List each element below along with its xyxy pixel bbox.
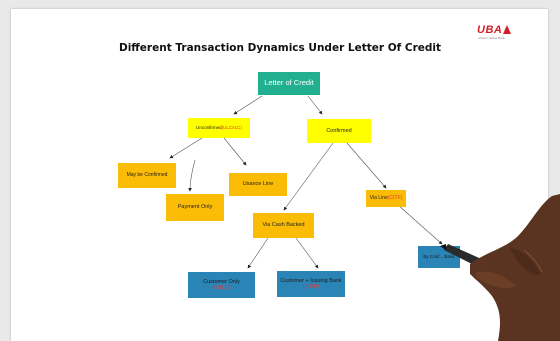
knuckle-highlight <box>523 249 543 273</box>
node-tag: (CITF) <box>387 194 403 201</box>
node-tag: (ULC/ILC) <box>221 125 242 131</box>
link-cash-issuing <box>295 237 319 269</box>
node-confirmed: Confirmed <box>307 119 371 143</box>
link-unconfirmed-maybe <box>169 137 203 159</box>
node-tag: (CBLC) <box>212 285 231 291</box>
node-label: Customer + Issuing Bank <box>280 277 342 284</box>
logo-mark-icon <box>503 25 512 34</box>
link-line-conf <box>397 204 443 245</box>
link-cash-customer <box>247 237 269 269</box>
node-label: Customer Only <box>203 278 240 285</box>
link-maybe-payment <box>188 159 196 192</box>
node-tag: (CIBP) <box>302 284 320 290</box>
node-payment-only: Payment Only <box>166 194 224 221</box>
node-label: Usance Line <box>242 181 274 188</box>
node-via-line: Via Line (CITF) <box>366 190 406 207</box>
node-letter-of-credit: Letter of Credit <box>258 72 320 95</box>
hand-shape <box>470 194 560 341</box>
node-label: Unconfirmed <box>196 125 222 131</box>
link-confirmed-cash <box>283 142 334 211</box>
node-via-cash-backed: Via Cash Backed <box>253 213 314 238</box>
hand-illustration <box>440 194 560 341</box>
slide-title: Different Transaction Dynamics Under Let… <box>118 42 442 54</box>
node-label: Via Line <box>369 194 388 201</box>
pen-tip <box>440 244 446 250</box>
node-label: Letter of Credit <box>264 78 314 88</box>
logo-text: UBA <box>477 24 503 36</box>
node-label: By Conf... Bank <box>423 254 455 260</box>
link-root-unconfirmed <box>233 95 263 115</box>
node-label: Payment Only <box>177 204 213 211</box>
node-label: May be Confirmed <box>126 171 168 178</box>
thumb-shape <box>475 271 516 289</box>
node-usance-line: Usance Line <box>229 173 287 196</box>
node-may-be-confirmed: May be Confirmed <box>118 163 176 188</box>
link-unconfirmed-usance <box>223 137 247 166</box>
finger-shape <box>510 248 540 276</box>
link-root-confirmed <box>307 95 323 115</box>
node-customer-issuing-bank: Customer + Issuing Bank (CIBP) <box>277 271 345 297</box>
node-unconfirmed: Unconfirmed (ULC/ILC) <box>188 118 250 138</box>
node-label: Confirmed <box>326 127 352 134</box>
logo-tagline: Africa's Global Bank <box>478 36 505 40</box>
link-confirmed-line <box>346 142 387 189</box>
node-label: Via Cash Backed <box>262 222 305 229</box>
uba-logo: UBA <box>477 24 512 36</box>
node-customer-only: Customer Only (CBLC) <box>188 272 255 298</box>
